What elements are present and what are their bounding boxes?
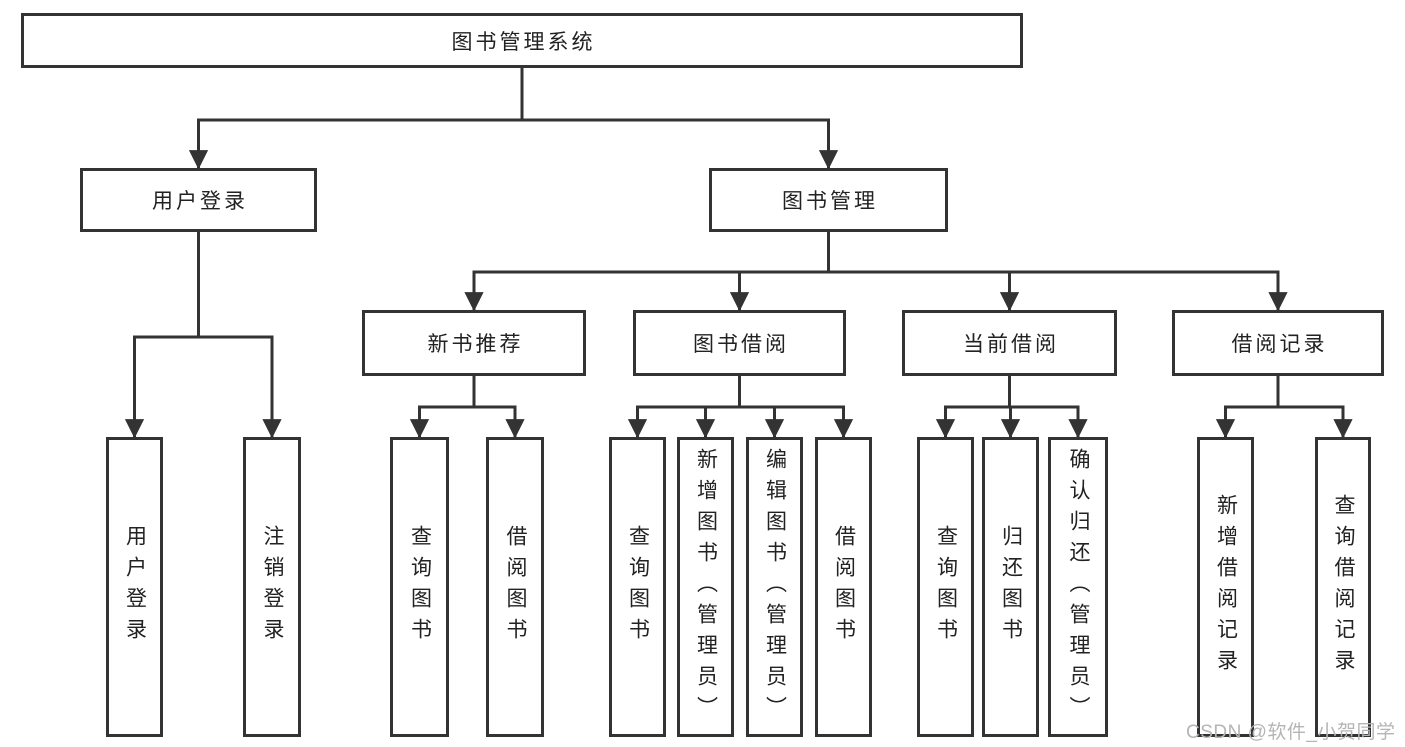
leaf-borrow-query-books: 查询图书 (609, 437, 666, 737)
leaf-newbook-query-books: 查询图书 (390, 437, 449, 737)
node-root: 图书管理系统 (21, 13, 1023, 68)
leaf-logout: 注销登录 (243, 437, 301, 737)
leaf-edit-book-admin: 编辑图书（管理员） (746, 437, 803, 737)
leaf-current-query-books: 查询图书 (917, 437, 974, 737)
leaf-newbook-borrow-books: 借阅图书 (486, 437, 544, 737)
node-borrow-record: 借阅记录 (1172, 310, 1384, 376)
node-user-login: 用户登录 (80, 168, 317, 232)
leaf-return-book: 归还图书 (982, 437, 1039, 737)
node-book-borrow: 图书借阅 (633, 310, 846, 376)
csdn-watermark: CSDN @软件_小贺同学 (1186, 722, 1396, 743)
leaf-confirm-return-admin: 确认归还（管理员） (1048, 437, 1108, 737)
leaf-user-login: 用户登录 (106, 437, 163, 737)
node-book-management: 图书管理 (709, 168, 948, 232)
leaf-add-book-admin: 新增图书（管理员） (677, 437, 734, 737)
leaf-borrow-book: 借阅图书 (815, 437, 872, 737)
leaf-add-borrow-record: 新增借阅记录 (1197, 437, 1254, 737)
leaf-query-borrow-record: 查询借阅记录 (1315, 437, 1371, 737)
node-current-borrow: 当前借阅 (902, 310, 1117, 376)
node-new-book-recommend: 新书推荐 (362, 310, 586, 376)
